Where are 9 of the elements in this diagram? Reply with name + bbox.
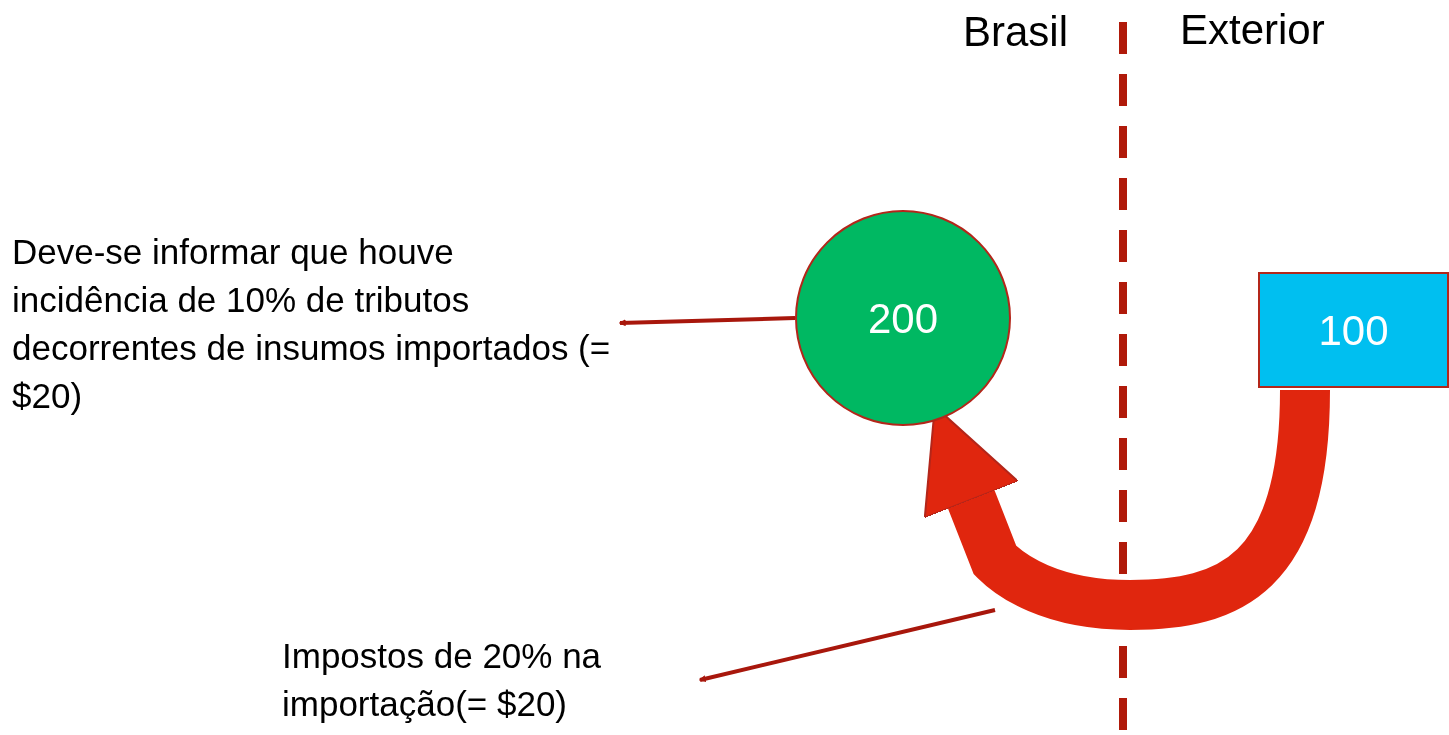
arrow xyxy=(618,316,796,327)
note-text: Impostos de 20% na importação(= $20) xyxy=(282,635,603,725)
node-value: 200 xyxy=(867,293,939,344)
rectangle-node xyxy=(1258,272,1449,388)
node-value: 100 xyxy=(1318,305,1389,356)
region-label: Exterior xyxy=(1180,5,1325,55)
arrow xyxy=(698,608,996,683)
region-label: Brasil xyxy=(963,7,1069,57)
note-text: Deve-se informar que houve incidência de 10% de tributos decorrentes de insumos importados (= $20) xyxy=(12,231,612,417)
